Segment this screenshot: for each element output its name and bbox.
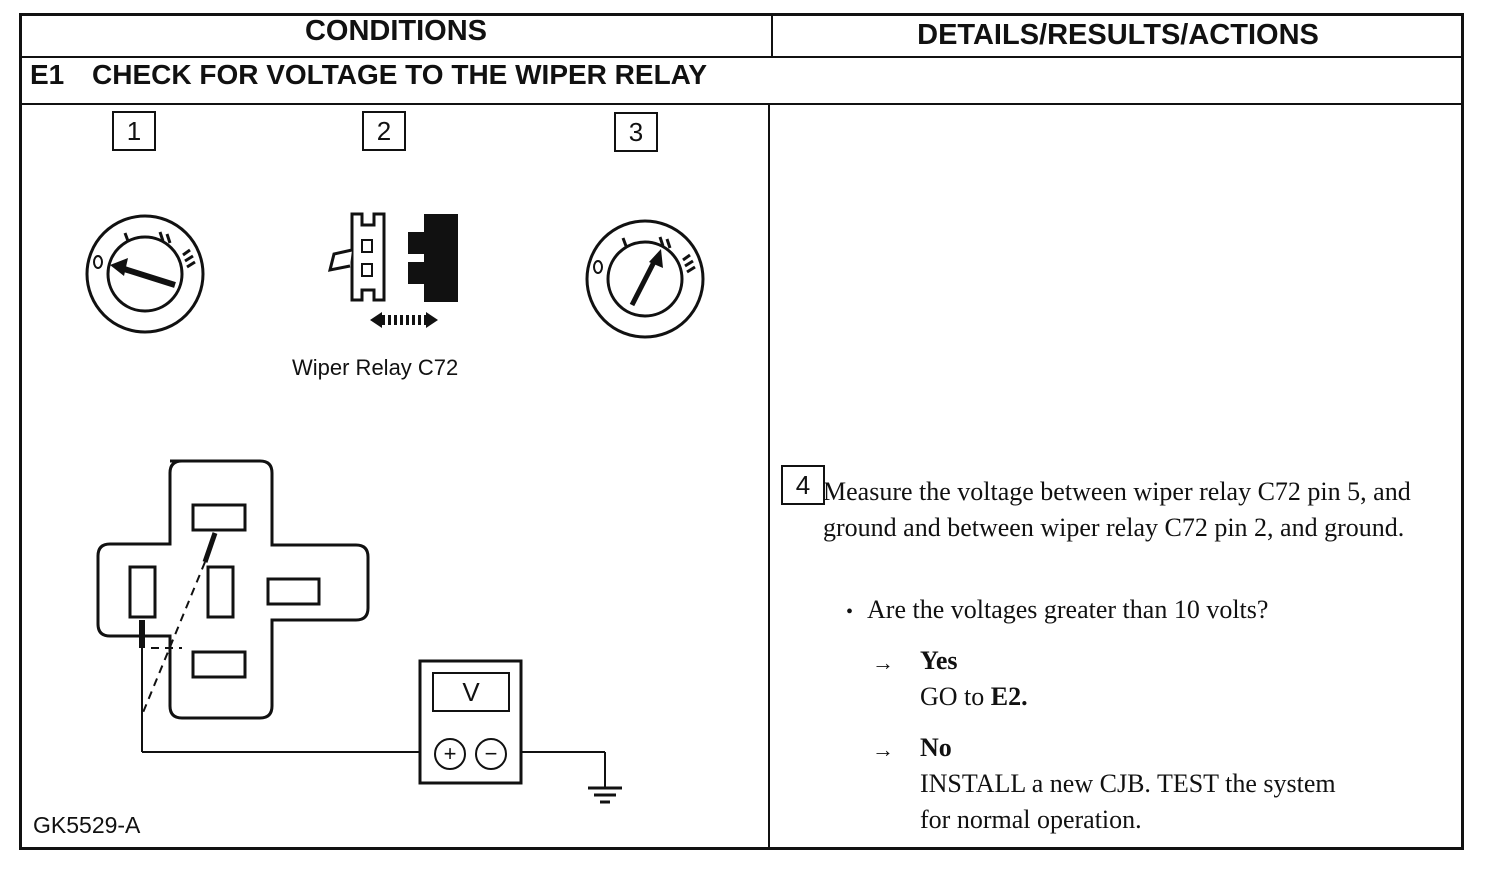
figure-id: GK5529-A <box>33 812 141 838</box>
step-1-box: 1 <box>112 111 156 151</box>
details-header: DETAILS/RESULTS/ACTIONS <box>917 19 1319 51</box>
step-3-box: 3 <box>614 112 658 152</box>
yes-action: GO to E2. <box>920 682 1028 712</box>
yes-action-prefix: GO to <box>920 682 991 711</box>
voltmeter-label: V <box>462 677 480 707</box>
conditions-header: CONDITIONS <box>304 15 488 47</box>
question-text: Are the voltages greater than 10 volts? <box>867 595 1269 624</box>
section-number: E1 <box>30 59 65 90</box>
relay-caption: Wiper Relay C72 <box>292 355 459 380</box>
header-divider <box>19 56 1464 58</box>
section-heading: CHECK FOR VOLTAGE TO THE WIPER RELAY <box>92 59 708 90</box>
yes-arrow-icon: → <box>872 650 894 675</box>
connector-disconnect-icon <box>327 212 458 328</box>
ignition-switch-off-icon <box>85 214 205 334</box>
no-action-line2: for normal operation. <box>920 805 1142 834</box>
yes-action-target[interactable]: E2. <box>990 682 1028 711</box>
step4-question: •Are the voltages greater than 10 volts? <box>846 595 1269 624</box>
diagnostic-table <box>19 13 1464 850</box>
meter-plus-terminal: + <box>443 741 457 766</box>
voltmeter-icon <box>418 659 523 785</box>
header-column-divider <box>771 13 773 57</box>
step-4-box: 4 <box>781 465 825 505</box>
meter-minus-terminal: − <box>484 741 498 766</box>
no-arrow-icon: → <box>872 737 894 762</box>
relay-socket <box>96 459 370 720</box>
yes-label: Yes <box>920 646 958 675</box>
section-divider <box>19 103 1464 105</box>
step-2-box: 2 <box>362 111 406 151</box>
section-title: E1 CHECK FOR VOLTAGE TO THE WIPER RELAY <box>30 59 707 91</box>
no-label: No <box>920 733 952 762</box>
no-action-line1: INSTALL a new CJB. TEST the system <box>920 769 1336 798</box>
ground-icon <box>588 786 622 804</box>
body-column-divider <box>768 104 770 850</box>
step4-instruction: Measure the voltage between wiper relay … <box>823 477 1411 542</box>
ignition-switch-run-icon <box>585 219 705 339</box>
test-leads <box>139 532 606 788</box>
